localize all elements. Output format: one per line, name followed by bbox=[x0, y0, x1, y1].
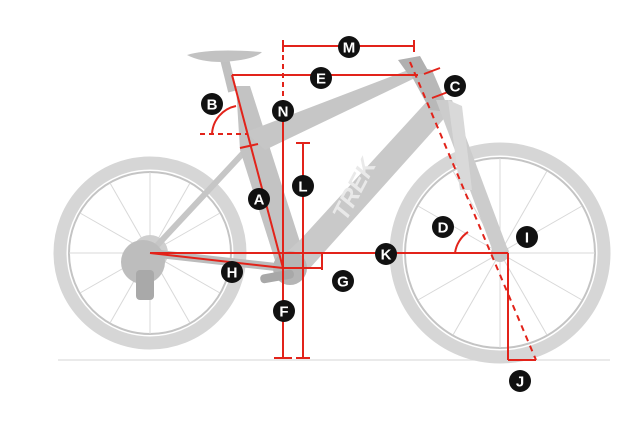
marker-circle bbox=[432, 216, 454, 238]
marker-letter: B bbox=[207, 97, 218, 114]
stem bbox=[398, 56, 430, 74]
marker-c: C bbox=[444, 75, 466, 97]
marker-circle bbox=[338, 36, 360, 58]
marker-m: M bbox=[338, 36, 360, 58]
line-a bbox=[231, 74, 284, 269]
marker-circle bbox=[201, 93, 223, 115]
marker-circle bbox=[509, 370, 531, 392]
marker-letter: L bbox=[298, 179, 307, 196]
marker-letter: H bbox=[227, 265, 238, 282]
marker-circle bbox=[444, 75, 466, 97]
measure-tick bbox=[239, 143, 259, 149]
measurement-lines bbox=[149, 40, 537, 361]
marker-j: J bbox=[509, 370, 531, 392]
arc-d bbox=[454, 231, 469, 254]
marker-circle bbox=[292, 175, 314, 197]
marker-letter: A bbox=[254, 192, 265, 209]
marker-f: F bbox=[273, 300, 295, 322]
marker-l: L bbox=[292, 175, 314, 197]
seat-stay bbox=[147, 147, 249, 256]
marker-letter: F bbox=[279, 304, 288, 321]
cassette bbox=[121, 240, 165, 284]
marker-letter: G bbox=[337, 274, 349, 291]
bike-illustration: TREK bbox=[53, 50, 611, 364]
marker-circle bbox=[272, 100, 294, 122]
measure-tick bbox=[431, 91, 449, 99]
marker-letter: J bbox=[516, 374, 524, 391]
marker-g: G bbox=[332, 270, 354, 292]
marker-circle bbox=[516, 226, 538, 248]
marker-circle bbox=[248, 188, 270, 210]
seatpost bbox=[220, 57, 237, 93]
marker-d: D bbox=[432, 216, 454, 238]
marker-circle bbox=[310, 67, 332, 89]
marker-circle bbox=[221, 261, 243, 283]
saddle bbox=[187, 50, 262, 62]
marker-circle bbox=[332, 270, 354, 292]
marker-letter: K bbox=[381, 247, 392, 264]
marker-letter: N bbox=[278, 104, 289, 121]
line-head-axis bbox=[409, 61, 537, 361]
marker-circle bbox=[273, 300, 295, 322]
measure-tick bbox=[423, 67, 441, 75]
marker-e: E bbox=[310, 67, 332, 89]
label-markers: M E C B N L A D I K H G F J bbox=[201, 36, 538, 392]
marker-circle bbox=[375, 243, 397, 265]
marker-a: A bbox=[248, 188, 270, 210]
marker-letter: I bbox=[525, 230, 529, 247]
down-tube bbox=[276, 98, 450, 268]
marker-n: N bbox=[272, 100, 294, 122]
derailleur bbox=[136, 270, 154, 300]
top-tube bbox=[246, 70, 415, 150]
marker-letter: E bbox=[316, 71, 326, 88]
marker-letter: C bbox=[450, 79, 461, 96]
marker-h: H bbox=[221, 261, 243, 283]
marker-b: B bbox=[201, 93, 223, 115]
marker-k: K bbox=[375, 243, 397, 265]
fork-leg bbox=[448, 100, 472, 190]
crank-arm bbox=[260, 269, 294, 284]
marker-i: I bbox=[516, 226, 538, 248]
marker-letter: M bbox=[343, 40, 356, 57]
arc-b bbox=[211, 105, 237, 135]
marker-letter: D bbox=[438, 220, 449, 237]
line-h bbox=[149, 252, 284, 269]
